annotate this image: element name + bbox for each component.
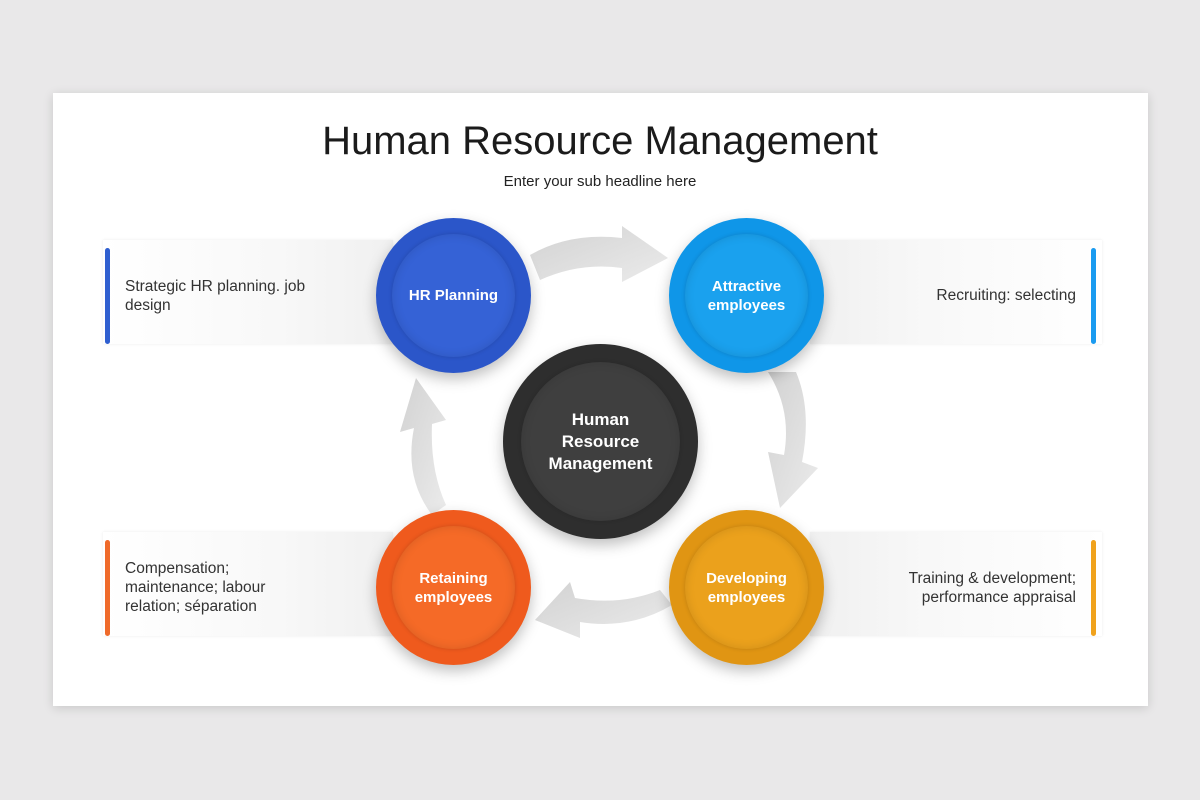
slide-title: Human Resource Management — [322, 119, 878, 163]
node-center: Human Resource Management — [503, 344, 698, 539]
description-attractive-employees: Recruiting: selecting — [936, 287, 1076, 304]
label-retaining-employees: Retaining employees — [414, 569, 493, 606]
node-hr-planning: HR Planning — [376, 218, 531, 373]
accent-bar-retaining-employees — [105, 540, 110, 636]
node-attractive-employees: Attractive employees — [669, 218, 824, 373]
accent-bar-hr-planning — [105, 248, 110, 344]
arrow-bottom — [535, 582, 672, 638]
description-hr-planning: Strategic HR planning. job design — [125, 278, 306, 314]
arrow-left — [400, 378, 446, 515]
description-retaining-employees: Compensation; maintenance; labour relati… — [125, 560, 266, 615]
label-developing-employees: Developing employees — [706, 569, 787, 606]
arrow-right — [768, 372, 818, 508]
panel-retaining-employees: Compensation; maintenance; labour relati… — [103, 532, 393, 636]
label-center: Human Resource Management — [548, 409, 653, 473]
accent-bar-attractive-employees — [1091, 248, 1096, 344]
panel-attractive-employees: Recruiting: selecting — [810, 240, 1102, 344]
description-developing-employees: Training & development; performance appr… — [908, 570, 1076, 606]
panel-hr-planning: Strategic HR planning. job design — [103, 240, 393, 344]
label-hr-planning: HR Planning — [408, 287, 499, 304]
node-retaining-employees: Retaining employees — [376, 510, 531, 665]
slide-subtitle: Enter your sub headline here — [503, 173, 697, 190]
node-developing-employees: Developing employees — [669, 510, 824, 665]
panel-developing-employees: Training & development; performance appr… — [810, 532, 1102, 636]
label-attractive-employees: Attractive employees — [707, 277, 786, 314]
accent-bar-developing-employees — [1091, 540, 1096, 636]
arrow-top — [530, 226, 668, 282]
